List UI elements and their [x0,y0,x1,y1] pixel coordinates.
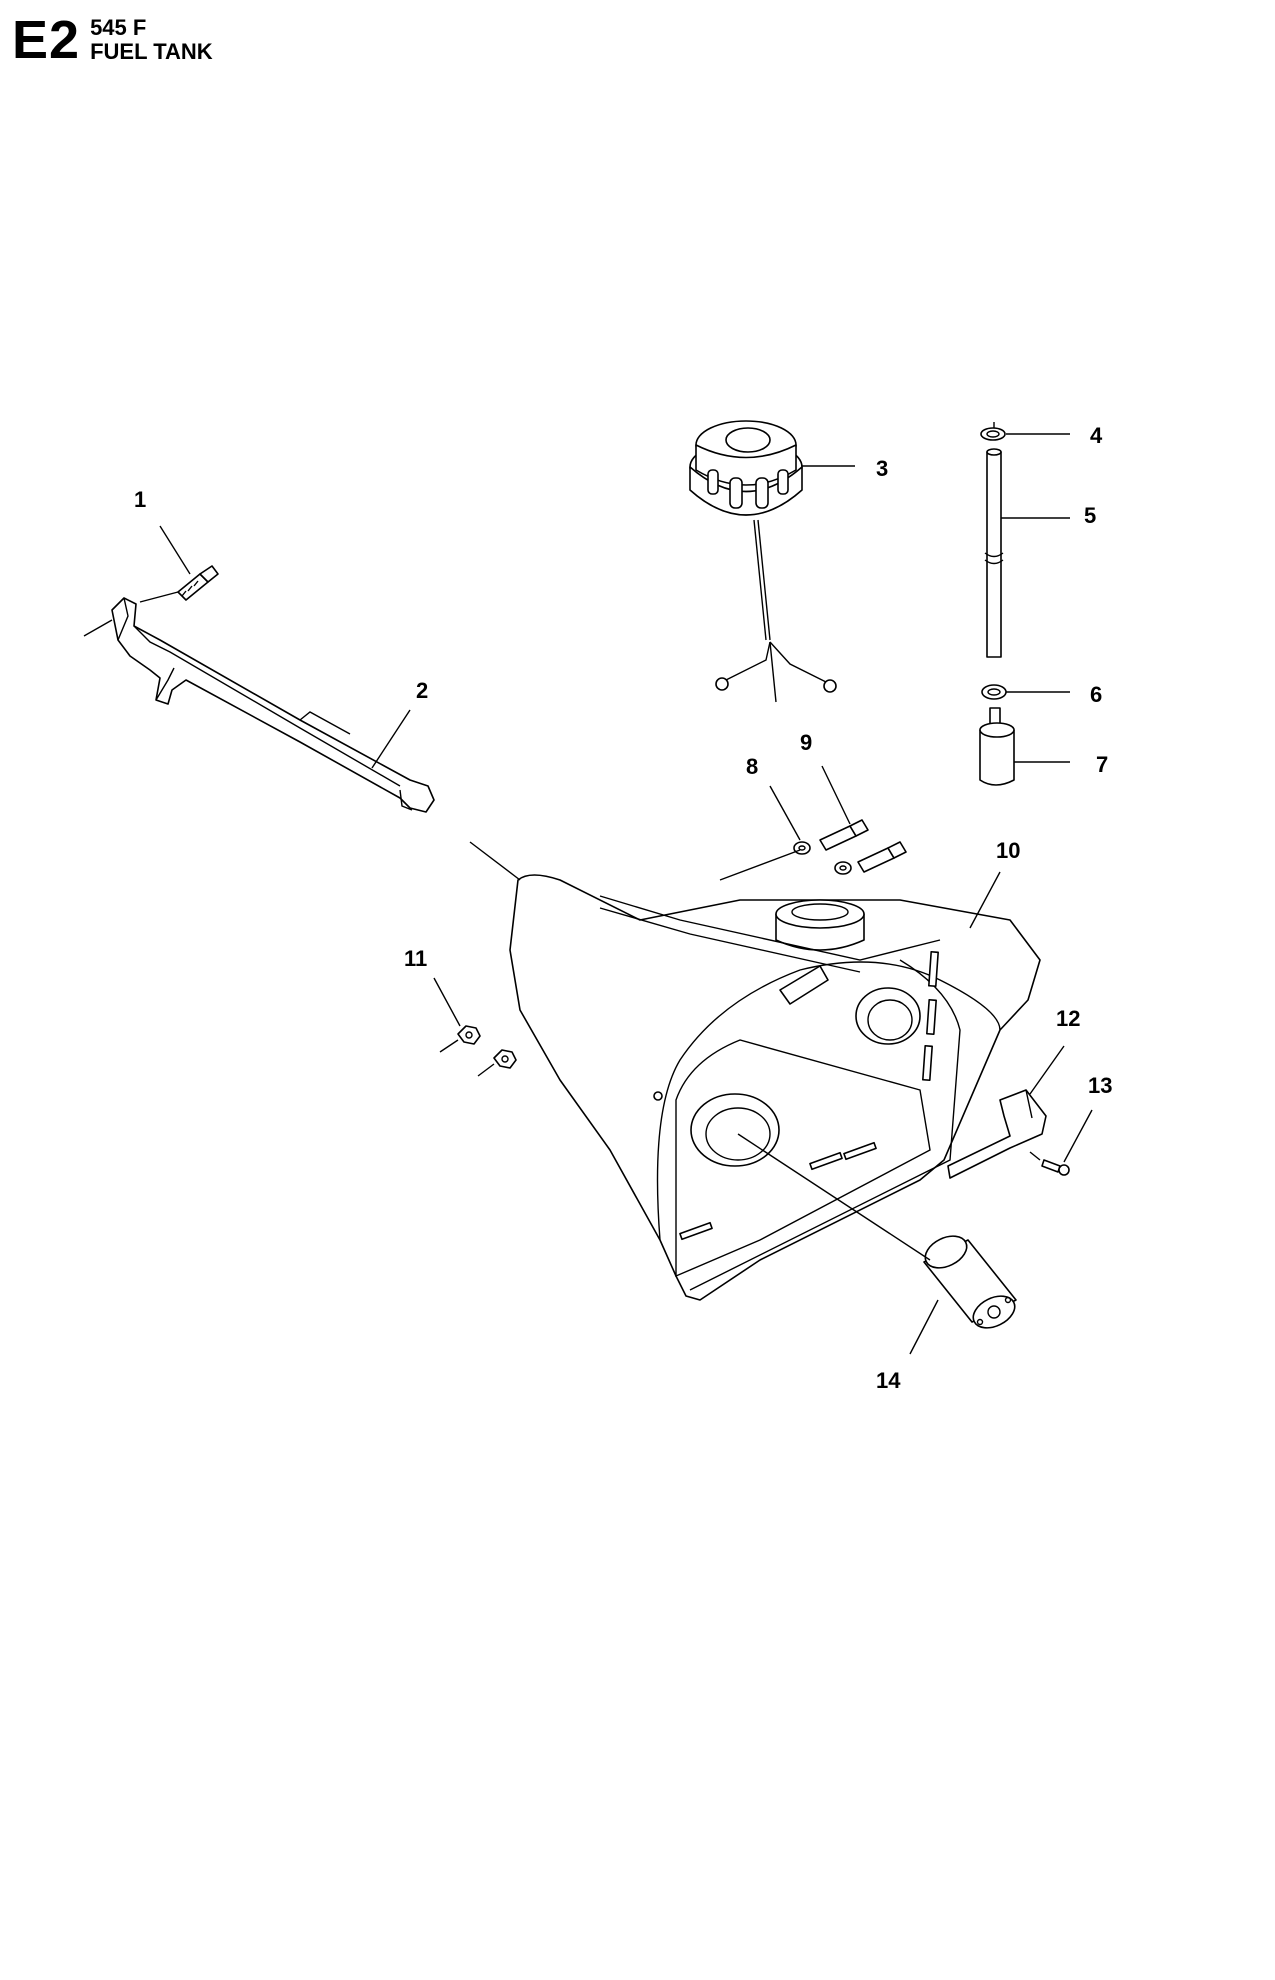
part-screw-1 [177,565,219,601]
part-damper-14 [923,1235,1017,1329]
section-code: E2 [12,10,81,70]
callout-4: 4 [1090,423,1103,448]
model-name: 545 F [90,15,147,40]
part-screw-13 [1041,1159,1070,1176]
part-fuel-cap-3 [689,420,837,703]
part-screws-9 [819,819,907,873]
callout-12: 12 [1056,1006,1080,1031]
part-fuel-filter-7 [979,707,1015,786]
callout-leaders [159,433,1093,1355]
callout-6: 6 [1090,682,1102,707]
page-header: E2 545 F FUEL TANK [12,10,213,70]
part-clip-6 [981,684,1007,700]
part-clip-4 [980,427,1006,441]
part-bracket-12 [947,1089,1047,1179]
assembly-guide-lines [83,422,1041,1261]
part-fuel-tank-10 [509,874,1041,1301]
callout-8: 8 [746,754,758,779]
callout-7: 7 [1096,752,1108,777]
callout-3: 3 [876,456,888,481]
title-block: 545 F FUEL TANK [90,16,213,64]
callout-labels: 1 2 3 4 5 6 7 8 9 10 11 12 13 14 [134,423,1112,1393]
callout-1: 1 [134,487,146,512]
part-washers-8 [793,841,852,875]
callout-14: 14 [876,1368,901,1393]
callout-11: 11 [404,946,427,971]
part-handle-bracket-2 [111,597,435,813]
section-title: FUEL TANK [90,39,213,64]
callout-13: 13 [1088,1073,1112,1098]
callout-9: 9 [800,730,812,755]
callout-5: 5 [1084,503,1096,528]
part-fuel-hose-5 [984,448,1004,658]
callout-10: 10 [996,838,1020,863]
callout-2: 2 [416,678,428,703]
part-nuts-11 [457,1025,517,1069]
